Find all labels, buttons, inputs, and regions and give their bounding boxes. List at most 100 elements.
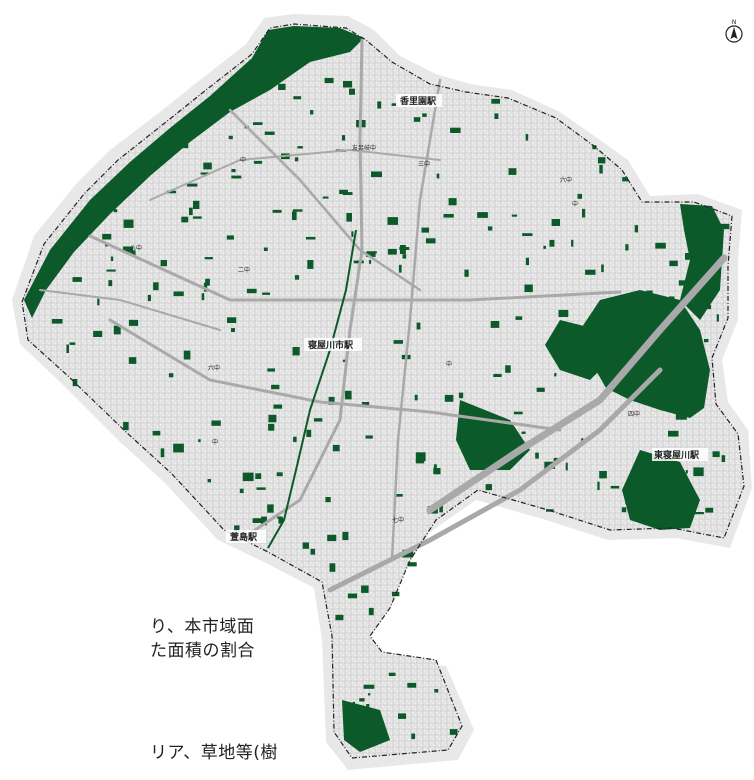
city-boundary — [21, 23, 745, 759]
green-patch — [292, 211, 297, 221]
green-patch — [186, 183, 198, 187]
green-patch — [361, 402, 370, 407]
green-patch — [123, 219, 134, 228]
green-patch — [294, 275, 300, 280]
green-patch — [189, 207, 193, 216]
green-patch — [292, 347, 300, 356]
green-patch — [97, 298, 100, 306]
green-patch — [368, 607, 374, 616]
green-patch — [710, 276, 716, 283]
green-patch — [675, 412, 687, 420]
green-patch — [261, 516, 267, 526]
green-patch — [669, 260, 678, 267]
green-patch — [393, 340, 403, 344]
green-patch — [234, 525, 240, 532]
green-patch — [585, 269, 596, 275]
green-patch — [147, 294, 151, 302]
green-patch — [266, 82, 269, 90]
north-arrow-icon: N — [725, 19, 743, 43]
green-patch — [306, 429, 312, 437]
green-patch — [508, 168, 517, 175]
green-patch — [642, 393, 651, 401]
green-patch — [72, 379, 78, 387]
green-patch — [122, 246, 134, 253]
green-patch — [439, 505, 443, 513]
green-patch — [231, 175, 242, 179]
green-patch — [565, 462, 568, 471]
green-patch — [369, 260, 372, 264]
green-patch — [342, 531, 349, 541]
green-patch — [391, 103, 397, 106]
green-patch — [351, 231, 354, 237]
green-patch — [113, 325, 121, 335]
green-patch — [639, 510, 644, 516]
green-patch — [558, 309, 569, 317]
school-san: 三中 — [418, 160, 430, 168]
green-patch — [371, 171, 382, 178]
green-patch — [398, 264, 402, 273]
green-patch — [253, 160, 263, 164]
green-patch — [276, 472, 283, 477]
green-patch — [554, 373, 557, 377]
green-patch — [324, 77, 334, 84]
green-patch — [683, 404, 686, 410]
green-patch — [332, 444, 340, 452]
green-patch — [108, 280, 113, 287]
green-patch — [193, 200, 200, 209]
green-patch — [262, 292, 270, 295]
green-patch — [153, 282, 159, 291]
green-patch — [231, 328, 235, 332]
green-patch — [267, 504, 274, 513]
school-kyoto: 中 — [572, 200, 578, 208]
green-patch — [597, 481, 600, 491]
green-patch — [700, 361, 708, 370]
green-patch — [183, 350, 191, 360]
green-patch — [522, 233, 533, 236]
green-patch — [263, 247, 268, 251]
green-patch — [335, 614, 344, 621]
green-patch — [521, 431, 526, 434]
green-patch — [685, 479, 689, 485]
green-patch — [359, 698, 365, 702]
river-green-belt — [24, 26, 364, 318]
green-patch — [678, 280, 687, 286]
green-patch — [130, 250, 136, 256]
green-patch — [411, 733, 416, 740]
green-patch — [110, 256, 114, 261]
green-patch — [246, 288, 257, 294]
green-patch — [328, 396, 335, 405]
green-patch — [342, 359, 348, 362]
green-patch — [387, 217, 398, 225]
green-patch — [181, 216, 189, 223]
green-patch — [349, 88, 355, 95]
green-patch — [293, 96, 302, 100]
school-ni: 二中 — [238, 266, 250, 274]
green-patch — [592, 351, 602, 361]
green-patch — [293, 436, 297, 443]
green-patch — [273, 404, 283, 409]
green-patch — [525, 257, 529, 266]
school-kyu: 中 — [212, 438, 218, 446]
road-5 — [149, 148, 441, 201]
green-patch — [113, 209, 118, 213]
green-patch — [685, 253, 694, 260]
green-patch — [693, 467, 704, 477]
body-text-line-2: た面積の割合 — [150, 641, 255, 661]
green-patch — [444, 394, 454, 402]
station-kayashima: 萱島駅 — [230, 531, 258, 543]
school-roku-ne: 六中 — [560, 176, 572, 184]
green-patch — [201, 293, 205, 301]
green-patch — [342, 192, 353, 195]
green-patch — [549, 239, 555, 247]
green-patch — [705, 507, 714, 513]
green-patch — [307, 260, 314, 269]
green-patch — [255, 473, 262, 479]
green-patch — [264, 131, 275, 135]
green-patch — [366, 704, 370, 710]
green-patch — [183, 141, 189, 149]
green-patch — [422, 113, 427, 117]
green-patch — [458, 392, 464, 399]
green-patch — [487, 226, 493, 231]
green-patch — [203, 162, 212, 170]
green-patch — [341, 135, 346, 141]
